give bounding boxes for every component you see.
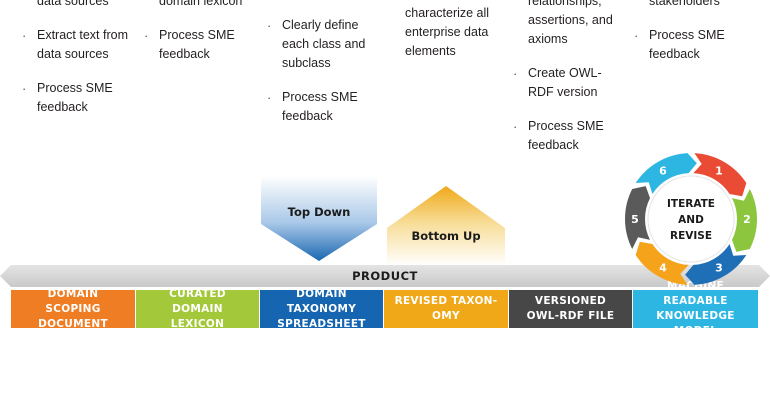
list-item: relationships, assertions, and axioms xyxy=(528,0,613,46)
column-domain-taxonomy: ·Clearly define each class and subclass … xyxy=(267,16,385,141)
column-knowledge-model: stakeholders ·Process SME feedback xyxy=(634,0,744,79)
bullet-icon: · xyxy=(267,90,272,105)
product-label: PRODUCT xyxy=(352,269,418,283)
top-down-arrow xyxy=(261,176,377,261)
bullet-icon: · xyxy=(267,18,272,33)
list-item: ·Extract text from data sources xyxy=(22,28,128,61)
bullet-icon: · xyxy=(513,119,518,134)
column-curated-lexicon: domain lexicon ·Process SME feedback xyxy=(144,0,254,79)
cycle-step-number: 1 xyxy=(715,165,723,178)
bottom-up-arrow xyxy=(387,186,505,266)
cycle-segment-1 xyxy=(693,153,747,197)
cycle-step-number: 2 xyxy=(743,213,751,226)
top-down-label: Top Down xyxy=(287,205,351,219)
cycle-segment-6 xyxy=(635,153,697,194)
bullet-icon: · xyxy=(22,28,27,43)
cycle-segment-3 xyxy=(685,244,747,285)
list-item: ·Process SME feedback xyxy=(144,28,235,61)
bullet-icon: · xyxy=(634,28,639,43)
cycle-step-number: 3 xyxy=(715,261,723,274)
list-item: ·Process SME feedback xyxy=(634,28,725,61)
cycle-title-line1: ITERATE xyxy=(667,198,715,210)
cycle-segment-2 xyxy=(731,189,757,252)
bullet-icon: · xyxy=(144,28,149,43)
cycle-segment-5 xyxy=(625,186,651,249)
column-revised-taxonomy: characterize all enterprise data element… xyxy=(405,4,505,76)
cycle-step-number: 4 xyxy=(659,261,667,274)
list-item: ·Process SME feedback xyxy=(267,90,358,123)
list-item: characterize all enterprise data element… xyxy=(405,6,490,58)
product-bar xyxy=(0,265,770,287)
list-item: stakeholders xyxy=(649,0,720,8)
list-item: ·Clearly define each class and subclass xyxy=(267,18,366,70)
cycle-title-line3: REVISE xyxy=(670,230,712,242)
list-item: data sources xyxy=(37,0,109,8)
bullet-icon: · xyxy=(513,66,518,81)
cycle-center xyxy=(647,175,735,263)
iterate-revise-cycle: ITERATE AND REVISE 1 2 3 4 5 6 xyxy=(625,153,757,285)
list-item: ·Process SME feedback xyxy=(513,119,604,152)
cycle-step-number: 5 xyxy=(631,213,639,226)
cycle-title-line2: AND xyxy=(678,214,704,226)
list-item: ·Process SME feedback xyxy=(22,81,113,114)
cycle-segment-4 xyxy=(635,241,689,285)
list-item: ·Create OWL-RDF version xyxy=(513,66,602,99)
bottom-up-label: Bottom Up xyxy=(411,229,481,243)
product-box-revised-taxonomy: REVISED TAXON-OMY xyxy=(384,290,508,328)
column-owl-rdf: relationships, assertions, and axioms ·C… xyxy=(513,0,623,170)
cycle-step-number: 6 xyxy=(659,165,667,178)
column-domain-scoping: data sources ·Extract text from data sou… xyxy=(22,0,132,132)
list-item: domain lexicon xyxy=(159,0,243,8)
bullet-icon: · xyxy=(22,81,27,96)
